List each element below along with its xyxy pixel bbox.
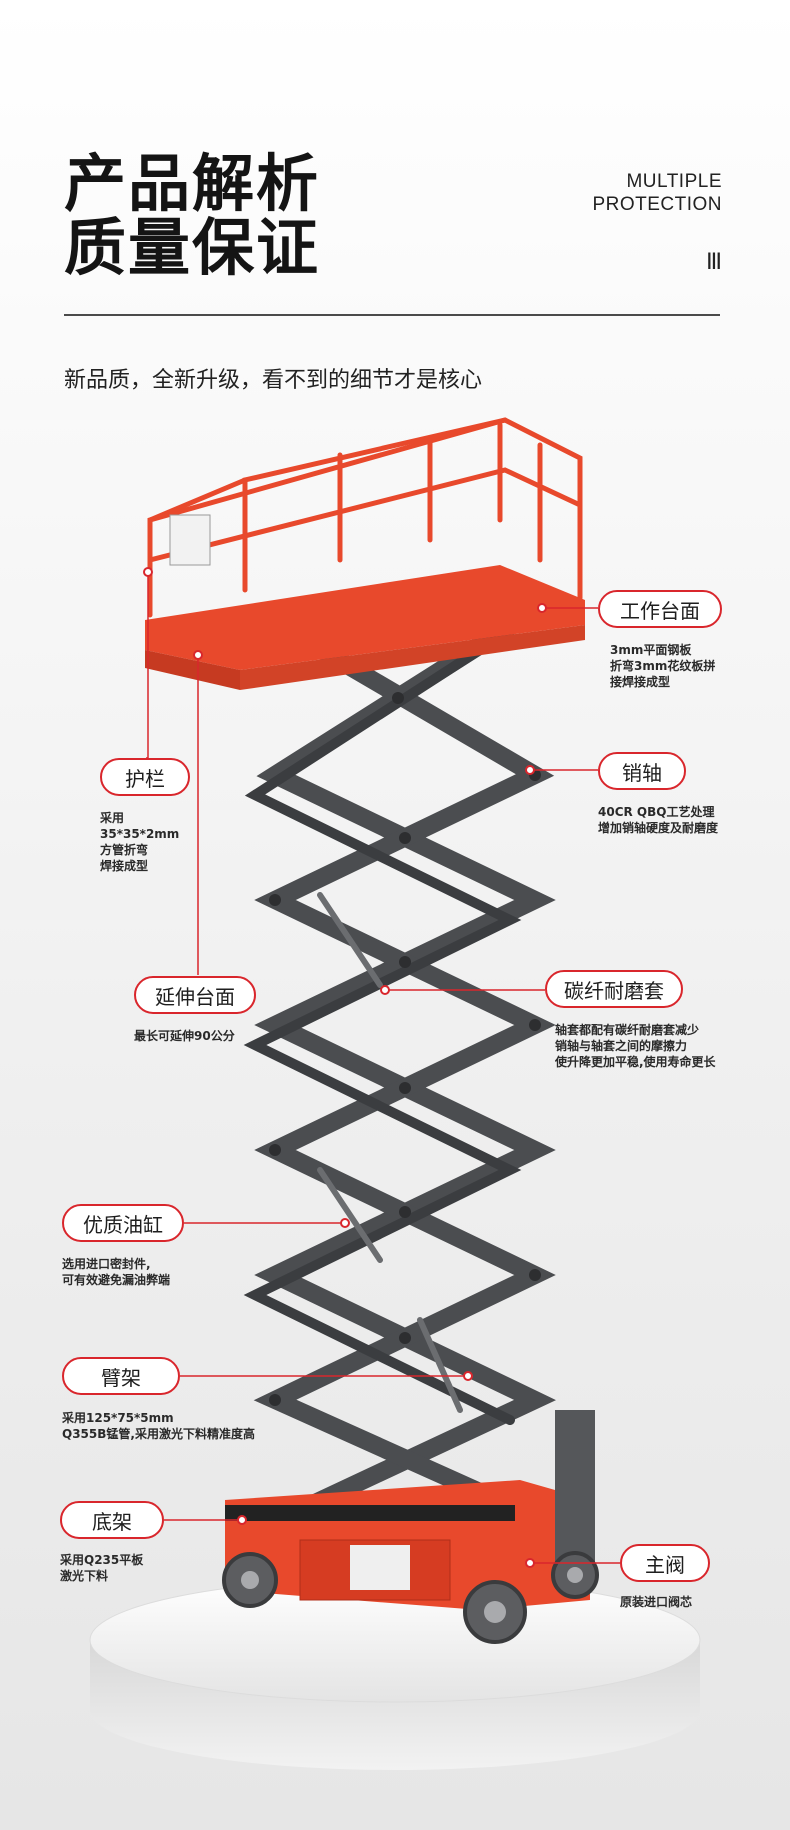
- page-title-line-1: 产品解析: [64, 147, 321, 220]
- callout-label-base-frame: 底架: [60, 1501, 164, 1539]
- work-platform: [145, 565, 585, 690]
- callout-label-extension-deck: 延伸台面: [134, 976, 256, 1014]
- display-pedestal: [89, 1577, 701, 1770]
- callout-label-boom-frame: 臂架: [62, 1357, 180, 1395]
- tagline-marker: III: [705, 248, 722, 275]
- english-tagline-1: MULTIPLE: [626, 171, 722, 192]
- callout-label-hydraulic-cylinder: 优质油缸: [62, 1204, 184, 1242]
- callout-desc-guardrail: 采用 35*35*2mm 方管折弯 焊接成型: [100, 811, 180, 873]
- callout-desc-carbon-bushing: 轴套都配有碳纤耐磨套减少 销轴与轴套之间的摩擦力 使升降更加平稳,使用寿命更长: [555, 1023, 716, 1069]
- chassis: [225, 1410, 595, 1610]
- callout-desc-boom-frame: 采用125*75*5mm Q355B锰管,采用激光下料精准度高: [62, 1411, 255, 1441]
- callout-desc-hydraulic-cylinder: 选用进口密封件, 可有效避免漏油弊端: [62, 1257, 171, 1287]
- callout-label-carbon-bushing: 碳纤耐磨套: [545, 970, 683, 1008]
- page-title-line-2: 质量保证: [64, 211, 321, 284]
- callout-desc-pin-shaft: 40CR QBQ工艺处理 增加销轴硬度及耐磨度: [598, 805, 719, 835]
- callout-label-guardrail: 护栏: [100, 758, 190, 796]
- callout-label-pin-shaft: 销轴: [598, 752, 686, 790]
- arm-pins: [269, 692, 541, 1406]
- header-divider: [64, 314, 720, 316]
- callout-label-main-valve: 主阀: [620, 1544, 710, 1582]
- hydraulic-cylinders: [317, 892, 463, 1413]
- callout-desc-extension-deck: 最长可延伸90公分: [134, 1029, 235, 1043]
- page-subtitle: 新品质，全新升级，看不到的细节才是核心: [64, 368, 483, 393]
- callout-desc-work-platform: 3mm平面钢板 折弯3mm花纹板拼 接焊接成型: [610, 643, 716, 689]
- guardrail: [147, 417, 583, 618]
- control-box: [169, 514, 211, 566]
- callout-desc-base-frame: 采用Q235平板 激光下料: [60, 1553, 144, 1583]
- callout-dots: [143, 567, 547, 1568]
- english-tagline-2: PROTECTION: [592, 194, 722, 215]
- callout-label-work-platform: 工作台面: [598, 590, 722, 628]
- callout-desc-main-valve: 原装进口阀芯: [620, 1595, 693, 1609]
